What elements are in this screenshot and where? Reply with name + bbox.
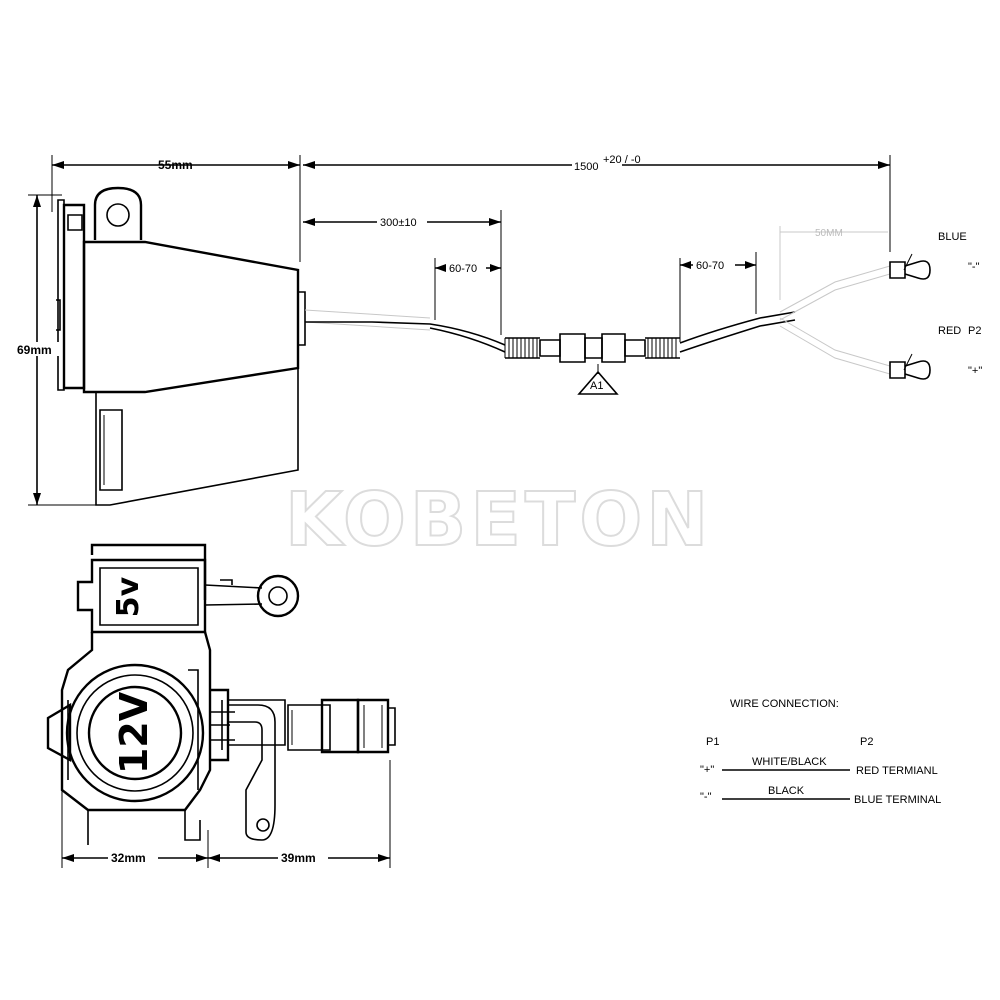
wire-row-1-p2: RED TERMIANL bbox=[856, 765, 938, 777]
front-view: 5v 12V bbox=[46, 543, 396, 845]
dim-strip-left: 60-70 bbox=[434, 258, 501, 320]
red-label: RED bbox=[938, 325, 961, 337]
wire-table-col-p2: P2 bbox=[860, 736, 873, 748]
blue-label: BLUE bbox=[938, 231, 967, 243]
cig-socket-label: 12V bbox=[112, 691, 156, 774]
wire-row-1-wire: WHITE/BLACK bbox=[752, 756, 827, 768]
watermark: KOBETON bbox=[285, 477, 712, 563]
side-view bbox=[56, 186, 306, 506]
dim-label-strip-right: 60-70 bbox=[696, 260, 724, 272]
wire-table-title: WIRE CONNECTION: bbox=[730, 698, 839, 710]
wire-table-col-p1: P1 bbox=[706, 736, 719, 748]
wire-row-2-p2: BLUE TERMINAL bbox=[854, 794, 941, 806]
dim-label-300: 300±10 bbox=[380, 217, 417, 229]
dim-1500: 1500 +20 / -0 bbox=[303, 154, 891, 252]
dim-69mm: 69mm bbox=[14, 194, 100, 506]
wire-connection-table: WIRE CONNECTION: P1 P2 "+" WHITE/BLACK R… bbox=[700, 698, 941, 806]
a1-marker: A1 bbox=[577, 364, 619, 395]
dim-tolerance-1500: +20 / -0 bbox=[603, 154, 641, 166]
usb-socket-label: 5v bbox=[111, 576, 146, 617]
dim-label-55mm: 55mm bbox=[158, 158, 193, 172]
a1-label: A1 bbox=[590, 380, 603, 392]
blue-symbol: "-" bbox=[968, 261, 980, 273]
dim-bottom: 32mm 39mm bbox=[61, 760, 391, 868]
dim-label-39mm: 39mm bbox=[281, 851, 316, 865]
red-symbol: "+" bbox=[968, 365, 982, 377]
dim-55mm: 55mm bbox=[51, 155, 301, 262]
dim-label-50mm: 50MM bbox=[815, 228, 843, 239]
cable-assembly: 50MM bbox=[304, 226, 891, 375]
terminal-blue: BLUE "-" bbox=[889, 231, 980, 280]
wire-row-1-p1: "+" bbox=[700, 764, 714, 776]
terminal-red: RED P2 "+" bbox=[889, 325, 982, 380]
wire-row-2-wire: BLACK bbox=[768, 785, 805, 797]
p2-label: P2 bbox=[968, 325, 981, 337]
dim-label-69mm: 69mm bbox=[17, 343, 52, 357]
dim-strip-right: 60-70 bbox=[679, 252, 757, 342]
dim-label-strip-left: 60-70 bbox=[449, 263, 477, 275]
dim-300: 300±10 bbox=[303, 210, 502, 335]
dim-label-32mm: 32mm bbox=[111, 851, 146, 865]
dim-label-1500: 1500 bbox=[574, 161, 598, 173]
wire-row-2-p1: "-" bbox=[700, 791, 712, 803]
